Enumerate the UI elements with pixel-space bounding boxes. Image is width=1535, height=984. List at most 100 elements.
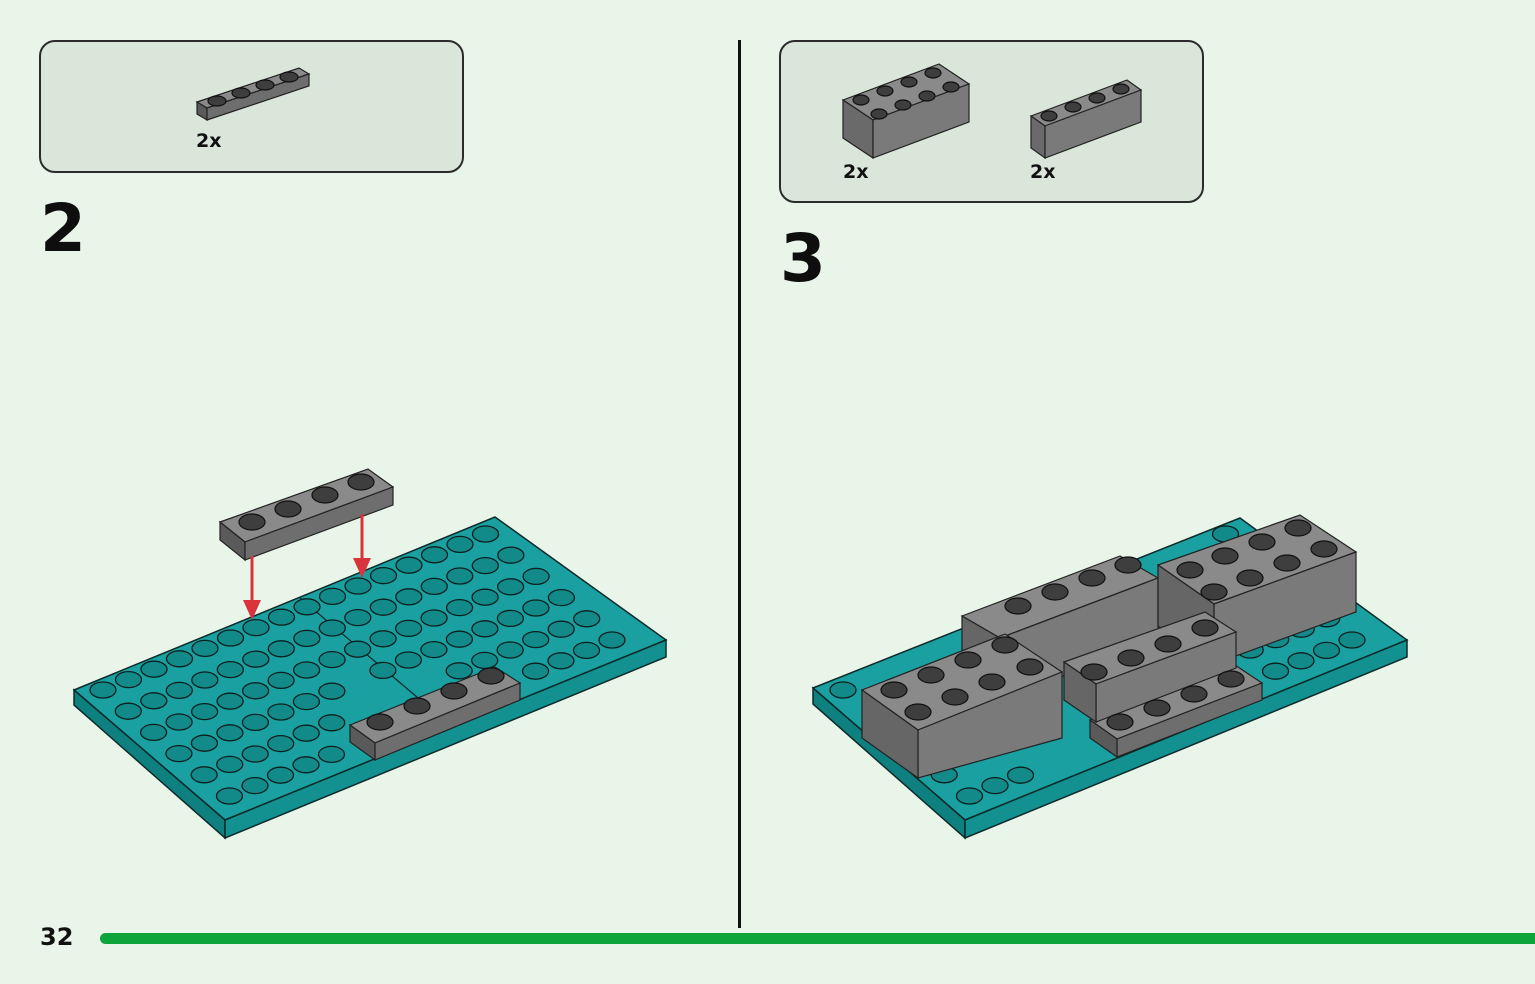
baseplate-stud: [344, 577, 372, 595]
brick-stud: [1236, 569, 1264, 587]
baseplate-stud: [522, 567, 550, 586]
brick-stud: [1106, 713, 1134, 731]
baseplate-stud: [344, 608, 372, 627]
baseplate-stud: [446, 567, 474, 585]
brick-stud: [1211, 547, 1239, 565]
baseplate-stud: [292, 756, 320, 774]
brick-stud: [1200, 583, 1228, 601]
baseplate-stud: [191, 639, 219, 658]
baseplate-stud: [293, 598, 321, 616]
brick-stud: [941, 688, 969, 706]
baseplate-stud: [445, 630, 474, 648]
baseplate-stud: [318, 714, 346, 732]
baseplate-stud: [547, 652, 575, 670]
baseplate-stud: [267, 608, 296, 626]
baseplate-stud: [318, 682, 346, 700]
baseplate-stud: [521, 662, 550, 680]
step-3-assembly-illustration: [811, 514, 1409, 840]
baseplate-stud: [420, 609, 448, 627]
baseplate-stud: [190, 734, 219, 752]
brick-1x4-icon: [1029, 79, 1143, 160]
brick-stud: [1143, 699, 1171, 717]
baseplate-stud: [395, 556, 423, 574]
baseplate-stud: [293, 629, 321, 648]
page-accent-bar: [100, 933, 1535, 944]
baseplate-stud: [547, 620, 575, 638]
baseplate-stud: [267, 671, 295, 690]
baseplate-stud: [267, 640, 295, 658]
baseplate-stud: [216, 724, 244, 742]
brick-stud: [1041, 583, 1069, 601]
baseplate-stud: [471, 525, 500, 543]
brick-stud: [1176, 561, 1204, 579]
baseplate-stud: [369, 566, 398, 585]
baseplate-stud: [1261, 662, 1290, 680]
brick-stud: [1273, 554, 1301, 572]
page-number: 32: [40, 923, 74, 951]
baseplate-stud: [241, 745, 269, 763]
baseplate-stud: [395, 588, 423, 606]
baseplate-stud: [318, 619, 346, 637]
baseplate-stud: [292, 661, 321, 679]
baseplate-stud: [318, 650, 346, 669]
baseplate-stud: [242, 650, 270, 668]
baseplate-stud: [496, 641, 524, 659]
baseplate-stud: [216, 629, 245, 647]
baseplate-stud: [266, 766, 295, 784]
baseplate-stud: [522, 599, 550, 617]
step-3-parts-box: 2x 2x: [779, 40, 1204, 203]
baseplate-stud: [1338, 631, 1366, 649]
brick-stud: [1080, 663, 1108, 681]
plate-1x4-icon: [195, 67, 311, 122]
baseplate-stud: [522, 630, 550, 649]
baseplate-stud: [216, 660, 244, 679]
baseplate-stud: [471, 620, 499, 638]
baseplate-stud: [573, 610, 601, 628]
baseplate-stud: [572, 641, 601, 660]
brick-stud: [978, 673, 1006, 691]
baseplate-stud: [471, 556, 499, 575]
brick-stud: [1117, 649, 1145, 667]
step-number: 2: [40, 190, 86, 267]
baseplate-stud: [343, 640, 372, 658]
baseplate-stud: [165, 744, 193, 763]
baseplate-stud: [445, 662, 473, 680]
baseplate-stud: [496, 578, 525, 596]
baseplate-stud: [190, 766, 218, 784]
baseplate-stud: [140, 660, 168, 678]
baseplate-stud: [955, 787, 984, 805]
baseplate-stud: [114, 670, 143, 689]
brick-stud: [1004, 597, 1032, 615]
brick-stud: [880, 681, 908, 699]
baseplate-stud: [241, 713, 270, 732]
baseplate-stud: [165, 650, 194, 668]
brick-stud: [1016, 658, 1044, 676]
baseplate-stud: [140, 692, 168, 710]
baseplate-stud: [445, 598, 474, 617]
brick-stud: [1154, 635, 1182, 653]
baseplate-stud: [292, 692, 321, 711]
baseplate-stud: [420, 546, 449, 564]
baseplate-stud: [215, 787, 244, 805]
step-2-parts-box: 2x: [39, 40, 464, 173]
brick-stud: [1191, 619, 1219, 637]
placement-arrow-icon: [243, 514, 371, 620]
baseplate-stud: [241, 776, 269, 795]
baseplate-stud: [241, 682, 270, 700]
brick-stud: [1217, 670, 1245, 688]
baseplate-stud: [829, 681, 857, 699]
brick-stud: [954, 651, 982, 669]
baseplate-stud: [369, 630, 397, 648]
brick-2x4-icon: [841, 63, 971, 160]
baseplate-stud: [496, 609, 525, 628]
baseplate-stud: [1287, 652, 1315, 670]
baseplate-stud: [446, 535, 474, 554]
page-divider: [738, 40, 741, 928]
baseplate-stud: [369, 661, 397, 680]
baseplate-stud: [981, 776, 1009, 795]
part-quantity: 2x: [1030, 161, 1056, 183]
brick-stud: [1248, 533, 1276, 551]
baseplate-stud: [190, 702, 219, 721]
baseplate-stud: [394, 651, 423, 669]
baseplate-stud: [139, 723, 168, 742]
